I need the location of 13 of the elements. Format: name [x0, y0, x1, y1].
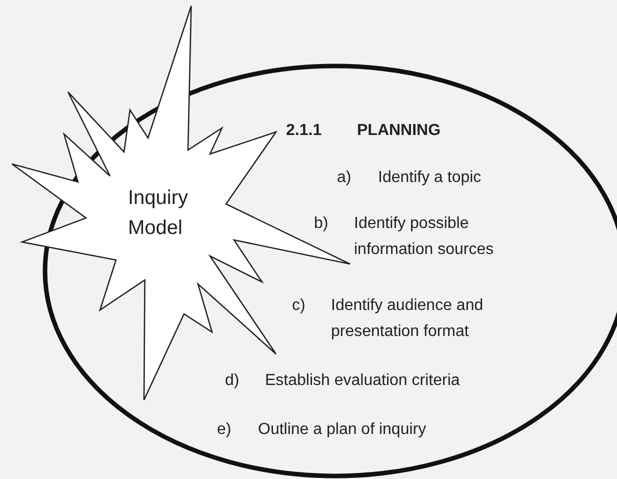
- list-item-text: Identify a topic: [378, 168, 482, 188]
- list-marker: c): [292, 296, 306, 316]
- list-marker: d): [225, 371, 240, 391]
- list-marker: a): [337, 168, 352, 188]
- list-marker: b): [314, 214, 328, 234]
- list-item-text: Establish evaluation criteria: [265, 371, 460, 391]
- starburst-label: Inquiry Model: [128, 186, 190, 241]
- heading-text: 2.1.1: [286, 121, 322, 141]
- list-item-text: Outline a plan of inquiry: [258, 420, 426, 440]
- list-marker: e): [217, 420, 232, 440]
- list-item-text: Identify audience and presentation format: [331, 296, 484, 342]
- list-item-text: Identify possible information sources: [354, 214, 495, 260]
- heading-text: PLANNING: [357, 121, 441, 141]
